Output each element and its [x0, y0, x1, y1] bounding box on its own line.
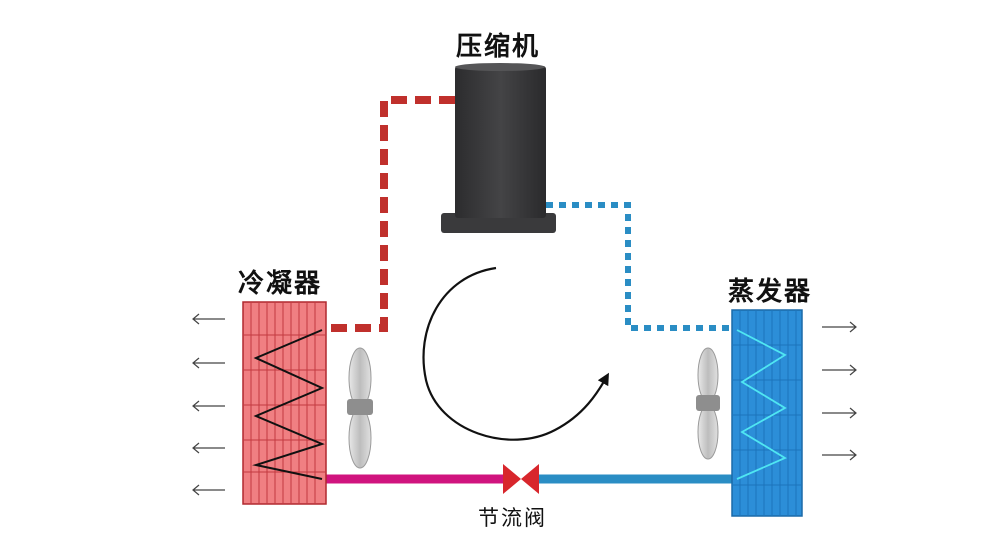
arrow-right-icon: [822, 321, 857, 461]
arrow-left-icon: [192, 313, 225, 496]
fan-icon: [696, 347, 720, 460]
condenser: [242, 301, 327, 505]
evaporator-label: 蒸发器: [728, 277, 813, 307]
condenser-label: 冷凝器: [238, 269, 323, 299]
clockwise-cycle-arrow-icon: [422, 266, 609, 441]
suction-line: [546, 202, 732, 331]
expansion-valve-icon: [503, 464, 539, 494]
compressor-label: 压缩机: [456, 32, 541, 62]
fan-icon: [347, 347, 373, 469]
hot-gas-line: [328, 96, 455, 332]
evaporator: [731, 309, 803, 517]
expansion-valve-label: 节流阀: [478, 506, 547, 530]
evaporator-coil: [736, 329, 787, 480]
compressor: [441, 63, 556, 233]
condenser-coil: [252, 329, 325, 480]
